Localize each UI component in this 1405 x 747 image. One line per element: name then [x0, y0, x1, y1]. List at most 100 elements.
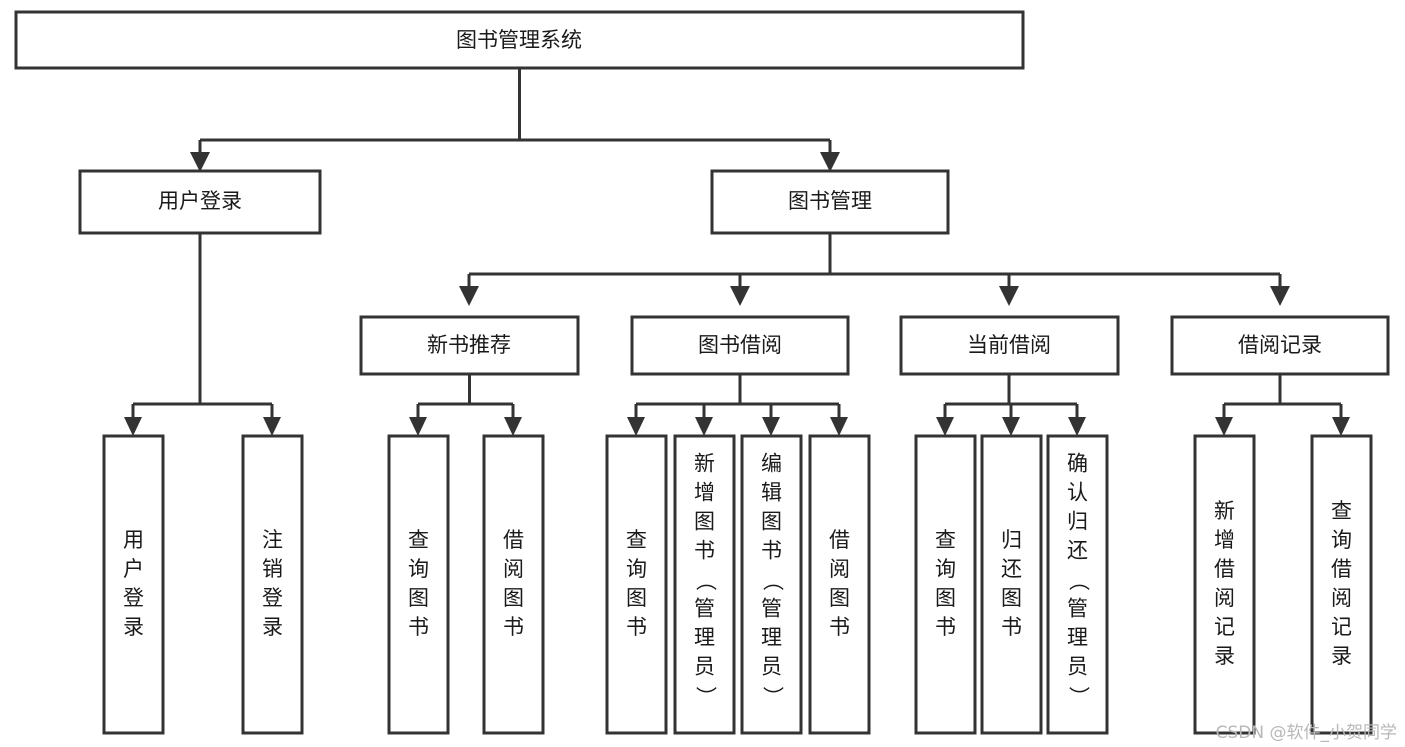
- arrowhead-leaf-add-book-admin: [695, 417, 713, 436]
- arrowhead-leaf-add-borrow-record: [1215, 417, 1233, 436]
- node-user-login[interactable]: 用户登录: [78, 169, 322, 235]
- leaf-label-glyph: 员: [694, 655, 715, 679]
- connector-layer: [131, 68, 1343, 417]
- leaf-label-glyph: 询: [935, 557, 956, 581]
- node-borrow-record[interactable]: 借阅记录: [1170, 315, 1390, 376]
- leaf-label-glyph: 书: [761, 539, 782, 563]
- node-leaf-query-book-new-box[interactable]: [387, 434, 450, 735]
- leaf-label-glyph: （: [694, 570, 718, 591]
- node-borrow-record-box[interactable]: [1170, 315, 1390, 376]
- leaf-label-glyph: 用: [123, 528, 144, 552]
- node-current-borrow-box[interactable]: [899, 315, 1120, 376]
- node-leaf-query-book-borrow[interactable]: [605, 434, 668, 735]
- leaf-label-glyph: 登: [123, 586, 144, 610]
- node-leaf-query-book-current[interactable]: [914, 434, 977, 735]
- leaf-label-glyph: （: [1067, 570, 1091, 591]
- arrowhead-leaf-query-book-borrow: [627, 417, 645, 436]
- node-book-borrow-box[interactable]: [630, 315, 850, 376]
- node-leaf-borrow-book-new[interactable]: [482, 434, 545, 735]
- leaf-label-glyph: 阅: [1331, 586, 1352, 610]
- node-leaf-logout-box[interactable]: [241, 434, 304, 735]
- node-leaf-borrow-book-box[interactable]: [808, 434, 871, 735]
- arrowhead-new-book-recommend: [459, 286, 479, 306]
- node-leaf-query-book-borrow-box[interactable]: [605, 434, 668, 735]
- leaf-label-glyph: 理: [1067, 626, 1088, 650]
- leaf-label-glyph: 管: [1067, 597, 1088, 621]
- node-leaf-logout[interactable]: [241, 434, 304, 735]
- leaf-label-glyph: ）: [1067, 686, 1091, 707]
- node-new-book-recommend-label: 新书推荐: [427, 333, 511, 357]
- leaf-label-glyph: 理: [761, 626, 782, 650]
- node-leaf-add-borrow-record[interactable]: [1193, 434, 1256, 735]
- node-leaf-query-book-new[interactable]: [387, 434, 450, 735]
- leaf-label-glyph: 借: [829, 528, 850, 552]
- node-new-book-recommend[interactable]: 新书推荐: [359, 315, 580, 376]
- leaf-label-glyph: 询: [626, 557, 647, 581]
- leaf-label-glyph: 图: [503, 586, 524, 610]
- node-root-box[interactable]: [14, 10, 1025, 70]
- leaf-label-glyph: 书: [1001, 615, 1022, 639]
- leaf-label-glyph: 录: [123, 615, 144, 639]
- node-leaf-return-book[interactable]: [980, 434, 1043, 735]
- node-leaf-confirm-return-admin[interactable]: [1046, 434, 1109, 735]
- leaf-label-glyph: 阅: [829, 557, 850, 581]
- leaf-label-glyph: 录: [1331, 644, 1352, 668]
- node-book-manage[interactable]: 图书管理: [710, 169, 950, 235]
- leaf-label-glyph: 管: [761, 597, 782, 621]
- node-leaf-return-book-box[interactable]: [980, 434, 1043, 735]
- node-book-borrow[interactable]: 图书借阅: [630, 315, 850, 376]
- leaf-label-glyph: 员: [1067, 655, 1088, 679]
- leaf-label-glyph: 查: [626, 528, 647, 552]
- node-book-manage-box[interactable]: [710, 169, 950, 235]
- node-leaf-edit-book-admin-box[interactable]: [740, 434, 803, 735]
- leaf-label-glyph: 认: [1067, 481, 1088, 505]
- leaf-label-glyph: 图: [761, 510, 782, 534]
- leaf-label-glyph: 还: [1001, 557, 1022, 581]
- leaf-label-glyph: 图: [935, 586, 956, 610]
- leaf-label-glyph: 查: [408, 528, 429, 552]
- leaf-label-glyph: 书: [694, 539, 715, 563]
- node-leaf-user-login-box[interactable]: [102, 434, 165, 735]
- node-leaf-user-login[interactable]: [102, 434, 165, 735]
- node-borrow-record-label: 借阅记录: [1238, 333, 1322, 357]
- arrowhead-leaf-query-book-current: [936, 417, 954, 436]
- node-book-borrow-label: 图书借阅: [698, 333, 782, 357]
- leaf-label-glyph: 录: [262, 615, 283, 639]
- leaf-label-glyph: 确: [1067, 452, 1088, 476]
- node-leaf-add-book-admin-box[interactable]: [673, 434, 736, 735]
- node-leaf-borrow-book-new-box[interactable]: [482, 434, 545, 735]
- node-leaf-borrow-book[interactable]: [808, 434, 871, 735]
- leaf-label-glyph: 阅: [1214, 586, 1235, 610]
- node-leaf-confirm-return-admin-box[interactable]: [1046, 434, 1109, 735]
- node-leaf-query-book-current-box[interactable]: [914, 434, 977, 735]
- leaf-label-glyph: 书: [503, 615, 524, 639]
- node-leaf-query-borrow-record-box[interactable]: [1310, 434, 1373, 735]
- leaf-label-glyph: 借: [1331, 557, 1352, 581]
- node-leaf-add-borrow-record-box[interactable]: [1193, 434, 1256, 735]
- leaf-label-glyph: 询: [408, 557, 429, 581]
- node-leaf-query-borrow-record[interactable]: [1310, 434, 1373, 735]
- leaf-label-glyph: ）: [694, 686, 718, 707]
- node-user-login-box[interactable]: [78, 169, 322, 235]
- arrowhead-leaf-logout: [263, 417, 281, 436]
- node-leaf-add-book-admin[interactable]: [673, 434, 736, 735]
- arrowhead-borrow-record: [1270, 286, 1290, 306]
- leaf-label-glyph: 员: [761, 655, 782, 679]
- node-leaf-edit-book-admin[interactable]: [740, 434, 803, 735]
- node-current-borrow[interactable]: 当前借阅: [899, 315, 1120, 376]
- arrowhead-leaf-borrow-book: [830, 417, 848, 436]
- node-layer: 图书管理系统 用户登录 图书管理 新书推荐 图书借阅: [14, 10, 1390, 735]
- arrowhead-leaf-query-borrow-record: [1332, 417, 1350, 436]
- node-root[interactable]: 图书管理系统: [14, 10, 1025, 70]
- node-new-book-recommend-box[interactable]: [359, 315, 580, 376]
- node-current-borrow-label: 当前借阅: [967, 333, 1051, 357]
- arrowhead-book-manage: [820, 152, 840, 172]
